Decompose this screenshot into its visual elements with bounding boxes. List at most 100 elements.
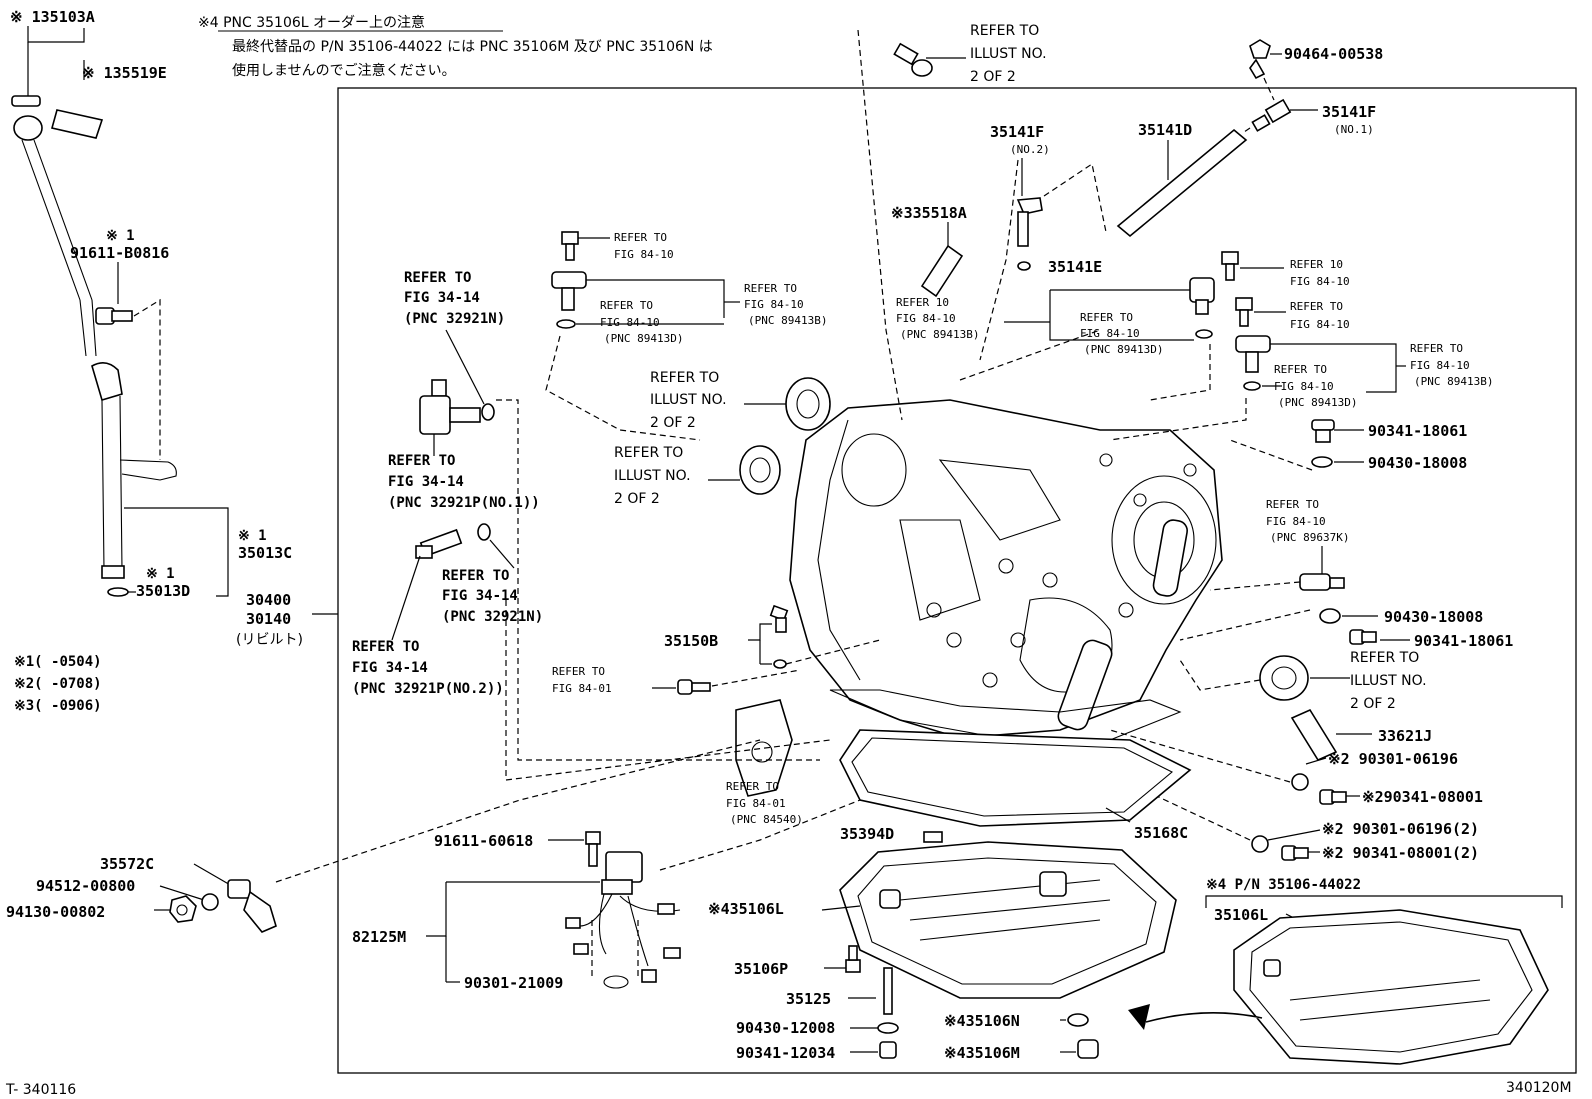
callout-35141F-no2-tag: (NO.2) [1010, 143, 1050, 156]
gasket-90430-18008-b-icon [1319, 608, 1341, 624]
callout-94512-00800: 94512-00800 [36, 877, 135, 895]
svg-text:REFER TO: REFER TO [442, 568, 509, 584]
callout-35103A: ※ 135103A [10, 8, 95, 26]
plug-89637K-icon [1299, 573, 1345, 591]
connector-35572C-icon [227, 879, 277, 933]
callout-30400: 30400 [246, 591, 291, 609]
svg-text:ILLUST NO.: ILLUST NO. [614, 468, 691, 484]
svg-text:REFER TO: REFER TO [1274, 363, 1327, 376]
callout-35572C: 35572C [100, 855, 154, 873]
svg-text:(PNC 89413D): (PNC 89413D) [1278, 396, 1357, 409]
callout-35141E: 35141E [1048, 258, 1102, 276]
refer-fig8401-b: REFER TO FIG 84-01 (PNC 84540) [726, 780, 803, 826]
pan-gasket: 35168C [839, 729, 1192, 842]
svg-text:FIG 84-10: FIG 84-10 [744, 298, 804, 311]
callout-90341-08001: ※290341-08001 [1362, 788, 1483, 806]
refer-fig8410-j: REFER TO FIG 84-10 (PNC 89637K) [1209, 498, 1349, 591]
svg-text:FIG 84-10: FIG 84-10 [1274, 380, 1334, 393]
callout-35013D: 35013D [136, 582, 190, 600]
svg-text:REFER TO: REFER TO [650, 370, 719, 386]
callout-91611-B0816: 91611-B0816 [70, 244, 169, 262]
svg-text:(PNC 89413B): (PNC 89413B) [900, 328, 979, 341]
refer-fig3414-b: REFER TO FIG 34-14 (PNC 32921P(NO.1)) [388, 453, 540, 511]
solenoid-wiring: 91611-60618 82125M 90301-21009 [352, 799, 861, 992]
bolt-91611-B0816-icon [95, 307, 133, 325]
callout-35106L: ※435106L [708, 900, 784, 918]
oil-seal-right: REFER TO ILLUST NO. 2 OF 2 [1179, 650, 1427, 712]
svg-text:REFER TO: REFER TO [744, 282, 797, 295]
refer-fig8410-f: REFER 10 FIG 84-10 [1290, 258, 1350, 288]
svg-text:(PNC 89637K): (PNC 89637K) [1270, 531, 1349, 544]
solenoid-82125M-icon [601, 851, 643, 895]
callout-pn-note: ※4 P/N 35106-44022 [1206, 877, 1361, 893]
illustration-code-left: T- 340116 [5, 1082, 76, 1098]
drain-plug-90341-12034-icon [879, 1041, 897, 1059]
washer-94512-icon [201, 893, 219, 911]
svg-text:REFER TO: REFER TO [726, 780, 779, 793]
refer-illust-d: REFER TO ILLUST NO. 2 OF 2 [1350, 650, 1427, 712]
svg-text:REFER 10: REFER 10 [896, 296, 949, 309]
callout-90301-06196-2: ※2 90301-06196(2) [1322, 820, 1479, 838]
bolt-91611-60618-icon [585, 831, 601, 867]
svg-text:(PNC 89413D): (PNC 89413D) [1084, 343, 1163, 356]
breather-assembly: 90464-00538 35141F (NO.1) 35141D 35141F … [891, 39, 1383, 361]
svg-text:2 OF 2: 2 OF 2 [650, 415, 696, 431]
refer-fig3414-d: REFER TO FIG 34-14 (PNC 32921P(NO.2)) [352, 639, 504, 697]
refer-fig8410-g: REFER TO FIG 84-10 [1290, 300, 1350, 331]
o-ring-32921N-b-icon [477, 523, 491, 541]
svg-text:FIG 84-10: FIG 84-10 [1080, 327, 1140, 340]
refer-fig8401-a: REFER TO FIG 84-01 [552, 665, 801, 695]
oil-seal-upper-icon [785, 377, 831, 431]
label-35518A-icon [920, 244, 964, 298]
svg-text:REFER TO: REFER TO [1266, 498, 1319, 511]
svg-text:FIG 34-14: FIG 34-14 [442, 588, 518, 604]
refer-fig8410-d: REFER 10 FIG 84-10 (PNC 89413B) [896, 296, 979, 341]
callout-35125: 35125 [786, 990, 831, 1008]
svg-text:FIG 84-01: FIG 84-01 [726, 797, 786, 810]
union-32921P-no1-icon [419, 379, 481, 435]
o-ring-90301-21009-icon [603, 975, 629, 989]
mark-91611: ※ 1 [106, 228, 135, 244]
callout-90341-18061-b: 90341-18061 [1414, 632, 1513, 650]
union-32921P-no2-icon [415, 528, 463, 559]
pan-35106-44022-icon [1233, 909, 1549, 1065]
cooler-fittings: REFER TO FIG 34-14 (PNC 32921N) REFER TO… [352, 270, 831, 781]
bolt-sensor-center-icon [1221, 251, 1239, 281]
label-35519E-icon [51, 109, 104, 139]
tube-end-icon [101, 565, 125, 579]
callout-35106P: 35106P [734, 960, 788, 978]
refer-fig8410-i: REFER TO FIG 84-10 (PNC 89413D) [1274, 363, 1357, 409]
mark-35013D: ※ 1 [146, 566, 175, 582]
svg-text:(PNC 32921P(NO.1)): (PNC 32921P(NO.1)) [388, 495, 540, 511]
callout-35150B: 35150B [664, 632, 718, 650]
svg-text:REFER 10: REFER 10 [1290, 258, 1343, 271]
callout-90464-00538: 90464-00538 [1284, 45, 1383, 63]
oil-pan: 35394D ※435106L 35106P 35125 90430-12008… [708, 825, 1177, 1062]
callout-35106N: ※435106N [944, 1012, 1020, 1030]
hose-35141D-icon [1116, 128, 1248, 238]
callout-90430-12008: 90430-12008 [736, 1019, 835, 1037]
label-33621J-icon [1290, 708, 1338, 762]
plug-35150B-icon [769, 604, 789, 633]
speed-sensor-center: REFER 10 FIG 84-10 (PNC 89413B) REFER TO… [896, 251, 1350, 401]
o-ring-sensor-right-icon [1243, 381, 1261, 391]
nut-94130-icon [169, 895, 197, 923]
oil-seal-right-icon [1259, 655, 1309, 701]
breather-plug-no2-icon [1016, 197, 1043, 247]
svg-text:REFER TO: REFER TO [388, 453, 455, 469]
svg-text:FIG 34-14: FIG 34-14 [404, 290, 480, 306]
refer-fig3414-a: REFER TO FIG 34-14 (PNC 32921N) [404, 270, 505, 327]
speed-sensor-left: REFER TO FIG 84-10 REFER TO FIG 84-10 (P… [545, 231, 827, 441]
svg-text:FIG 84-10: FIG 84-10 [600, 316, 660, 329]
illustration-code-right: 340120M [1506, 1080, 1572, 1096]
callout-35518A: ※335518A [891, 204, 967, 222]
callout-30140: 30140 [246, 610, 291, 628]
bolt-sensor-right-icon [1235, 297, 1253, 327]
refer-illust-b: REFER TO ILLUST NO. 2 OF 2 [614, 445, 740, 507]
svg-text:FIG 34-14: FIG 34-14 [388, 474, 464, 490]
legend-2: ※2( -0708) [14, 676, 102, 692]
callout-91611-60618: 91611-60618 [434, 832, 533, 850]
svg-text:FIG 84-10: FIG 84-10 [1290, 275, 1350, 288]
o-ring-sensor-left-icon [556, 319, 576, 329]
o-ring-32921N-a-icon [481, 403, 495, 421]
